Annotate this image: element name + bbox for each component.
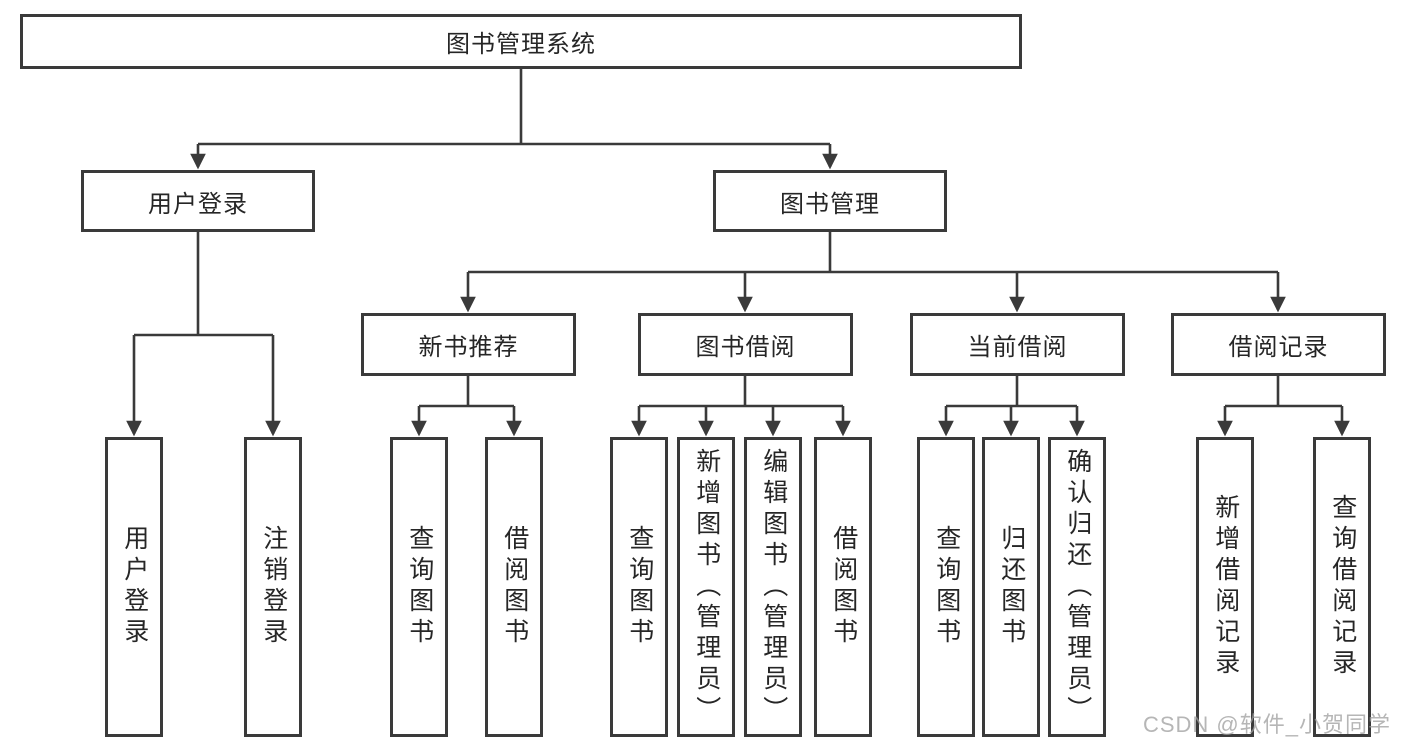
node-current-borrowing: 当前借阅 (910, 313, 1125, 376)
node-newbook-query-books-label: 查询图书 (405, 525, 434, 649)
node-records-add-record-label: 新增借阅记录 (1211, 494, 1240, 680)
node-borrowing-query-books: 查询图书 (610, 437, 668, 737)
node-library-system: 图书管理系统 (20, 14, 1022, 69)
node-borrowing-borrow-books: 借阅图书 (814, 437, 872, 737)
node-new-book-recommend-label: 新书推荐 (418, 334, 519, 361)
node-newbook-borrow-books-label: 借阅图书 (500, 525, 529, 649)
node-user-login-leaf: 用户登录 (105, 437, 163, 737)
node-current-query-books: 查询图书 (917, 437, 975, 737)
node-user-login-branch-label: 用户登录 (148, 190, 248, 218)
node-borrowing-query-books-label: 查询图书 (625, 525, 654, 649)
node-book-management-branch: 图书管理 (713, 170, 947, 232)
node-borrowing-borrow-books-label: 借阅图书 (829, 525, 858, 649)
node-newbook-query-books: 查询图书 (390, 437, 448, 737)
node-current-borrowing-label: 当前借阅 (967, 334, 1068, 361)
node-book-management-branch-label: 图书管理 (780, 190, 880, 218)
node-borrowing-add-books-admin-label: 新增图书（管理员） (692, 447, 721, 727)
csdn-watermark: CSDN @软件_小贺同学 (1142, 712, 1391, 737)
node-newbook-borrow-books: 借阅图书 (485, 437, 543, 737)
node-records-query-record: 查询借阅记录 (1313, 437, 1371, 737)
node-records-query-record-label: 查询借阅记录 (1328, 494, 1357, 680)
node-user-login-branch: 用户登录 (81, 170, 315, 232)
node-current-query-books-label: 查询图书 (932, 525, 961, 649)
node-new-book-recommend: 新书推荐 (361, 313, 576, 376)
node-borrowing-records: 借阅记录 (1171, 313, 1386, 376)
node-borrowing-edit-books-admin: 编辑图书（管理员） (744, 437, 802, 737)
node-user-login-leaf-label: 用户登录 (120, 525, 149, 649)
node-records-add-record: 新增借阅记录 (1196, 437, 1254, 737)
node-borrowing-edit-books-admin-label: 编辑图书（管理员） (759, 447, 788, 727)
node-current-confirm-return-admin: 确认归还（管理员） (1048, 437, 1106, 737)
node-current-return-books: 归还图书 (982, 437, 1040, 737)
node-current-confirm-return-admin-label: 确认归还（管理员） (1063, 447, 1092, 727)
node-logout-leaf-label: 注销登录 (259, 525, 288, 649)
node-logout-leaf: 注销登录 (244, 437, 302, 737)
node-book-borrowing-label: 图书借阅 (695, 334, 796, 361)
node-book-borrowing: 图书借阅 (638, 313, 853, 376)
node-library-system-label: 图书管理系统 (446, 31, 596, 58)
node-borrowing-records-label: 借阅记录 (1228, 334, 1329, 361)
node-current-return-books-label: 归还图书 (997, 525, 1026, 649)
node-borrowing-add-books-admin: 新增图书（管理员） (677, 437, 735, 737)
